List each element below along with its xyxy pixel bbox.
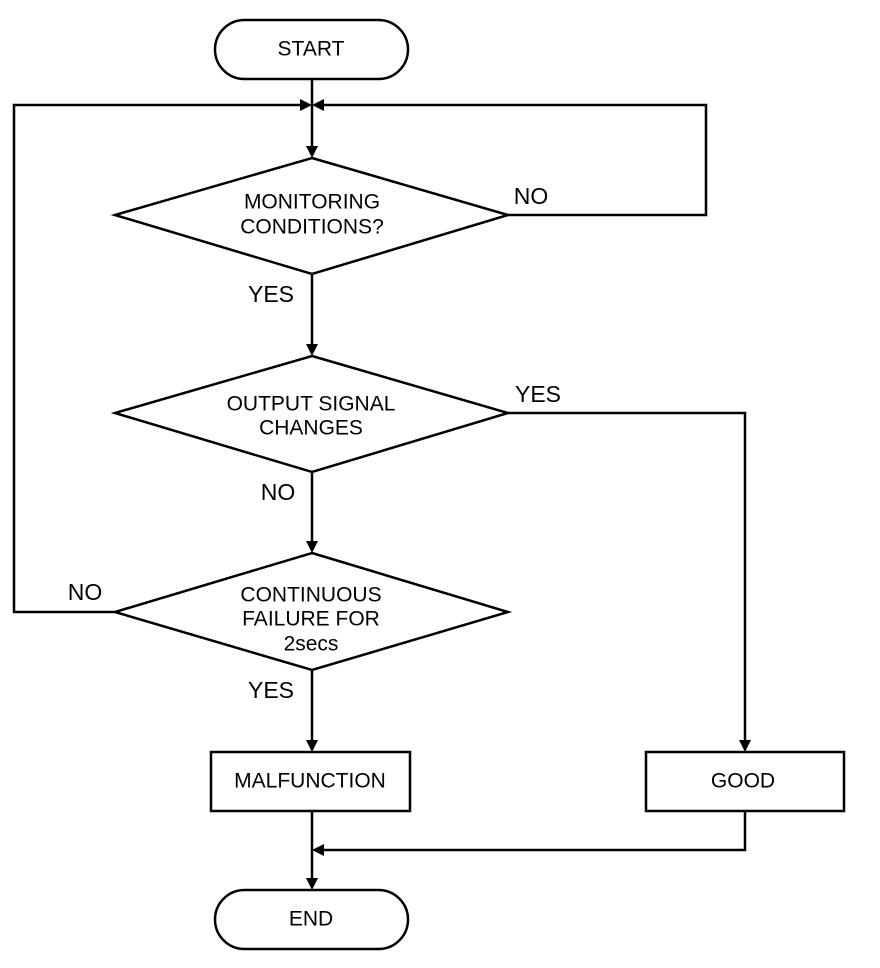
end-label: END bbox=[289, 908, 333, 931]
malfunction-node: MALFUNCTION bbox=[209, 750, 412, 813]
continuous-label-line2: FAILURE FOR bbox=[242, 608, 380, 631]
output-diamond bbox=[110, 354, 513, 474]
arrowhead-left-icon bbox=[312, 844, 324, 856]
arrowhead-down-icon bbox=[306, 740, 318, 752]
start-label: START bbox=[278, 38, 345, 61]
monitoring-label-line2: CONDITIONS? bbox=[240, 216, 384, 239]
connector-good-to-end bbox=[320, 811, 747, 852]
arrowhead-down-icon bbox=[306, 878, 318, 890]
end-terminator bbox=[213, 888, 410, 951]
continuous-decision: CONTINUOUS FAILURE FOR 2secs bbox=[110, 551, 513, 672]
output-decision: OUTPUT SIGNAL CHANGES bbox=[110, 354, 513, 474]
malfunction-label: MALFUNCTION bbox=[234, 770, 386, 793]
output-no-label: NO bbox=[261, 479, 296, 505]
connector-output-yes-to-good bbox=[508, 411, 747, 744]
connectors bbox=[12, 79, 747, 882]
arrowhead-right-icon bbox=[300, 99, 312, 111]
start-node: START bbox=[213, 18, 410, 81]
good-label: GOOD bbox=[711, 770, 775, 793]
arrowhead-down-icon bbox=[306, 146, 318, 158]
continuous-label-line3: 2secs bbox=[284, 633, 339, 656]
monitoring-label-line1: MONITORING bbox=[244, 191, 380, 214]
arrowheads bbox=[300, 99, 751, 890]
connector-monitoring-no-loop bbox=[318, 103, 708, 217]
output-label-line2: CHANGES bbox=[259, 417, 363, 440]
edge-labels: NO YES YES NO NO YES bbox=[68, 183, 561, 703]
monitoring-yes-label: YES bbox=[248, 281, 294, 307]
malfunction-box bbox=[209, 750, 412, 813]
good-node: GOOD bbox=[644, 750, 846, 813]
output-label-line1: OUTPUT SIGNAL bbox=[227, 393, 396, 416]
continuous-yes-label: YES bbox=[248, 677, 294, 703]
arrowhead-down-icon bbox=[306, 344, 318, 356]
arrowhead-down-icon bbox=[739, 740, 751, 752]
good-box bbox=[644, 750, 846, 813]
continuous-no-label: NO bbox=[68, 579, 103, 605]
arrowhead-left-icon bbox=[312, 99, 324, 111]
continuous-diamond bbox=[110, 551, 513, 672]
monitoring-no-label: NO bbox=[514, 183, 549, 209]
monitoring-decision: MONITORING CONDITIONS? bbox=[110, 156, 513, 276]
arrowhead-down-icon bbox=[306, 541, 318, 553]
monitoring-diamond bbox=[110, 156, 513, 276]
continuous-label-line1: CONTINUOUS bbox=[240, 584, 381, 607]
end-node: END bbox=[213, 888, 410, 951]
connector-continuous-no-loop bbox=[12, 103, 306, 614]
output-yes-label: YES bbox=[515, 381, 561, 407]
start-terminator bbox=[213, 18, 410, 81]
